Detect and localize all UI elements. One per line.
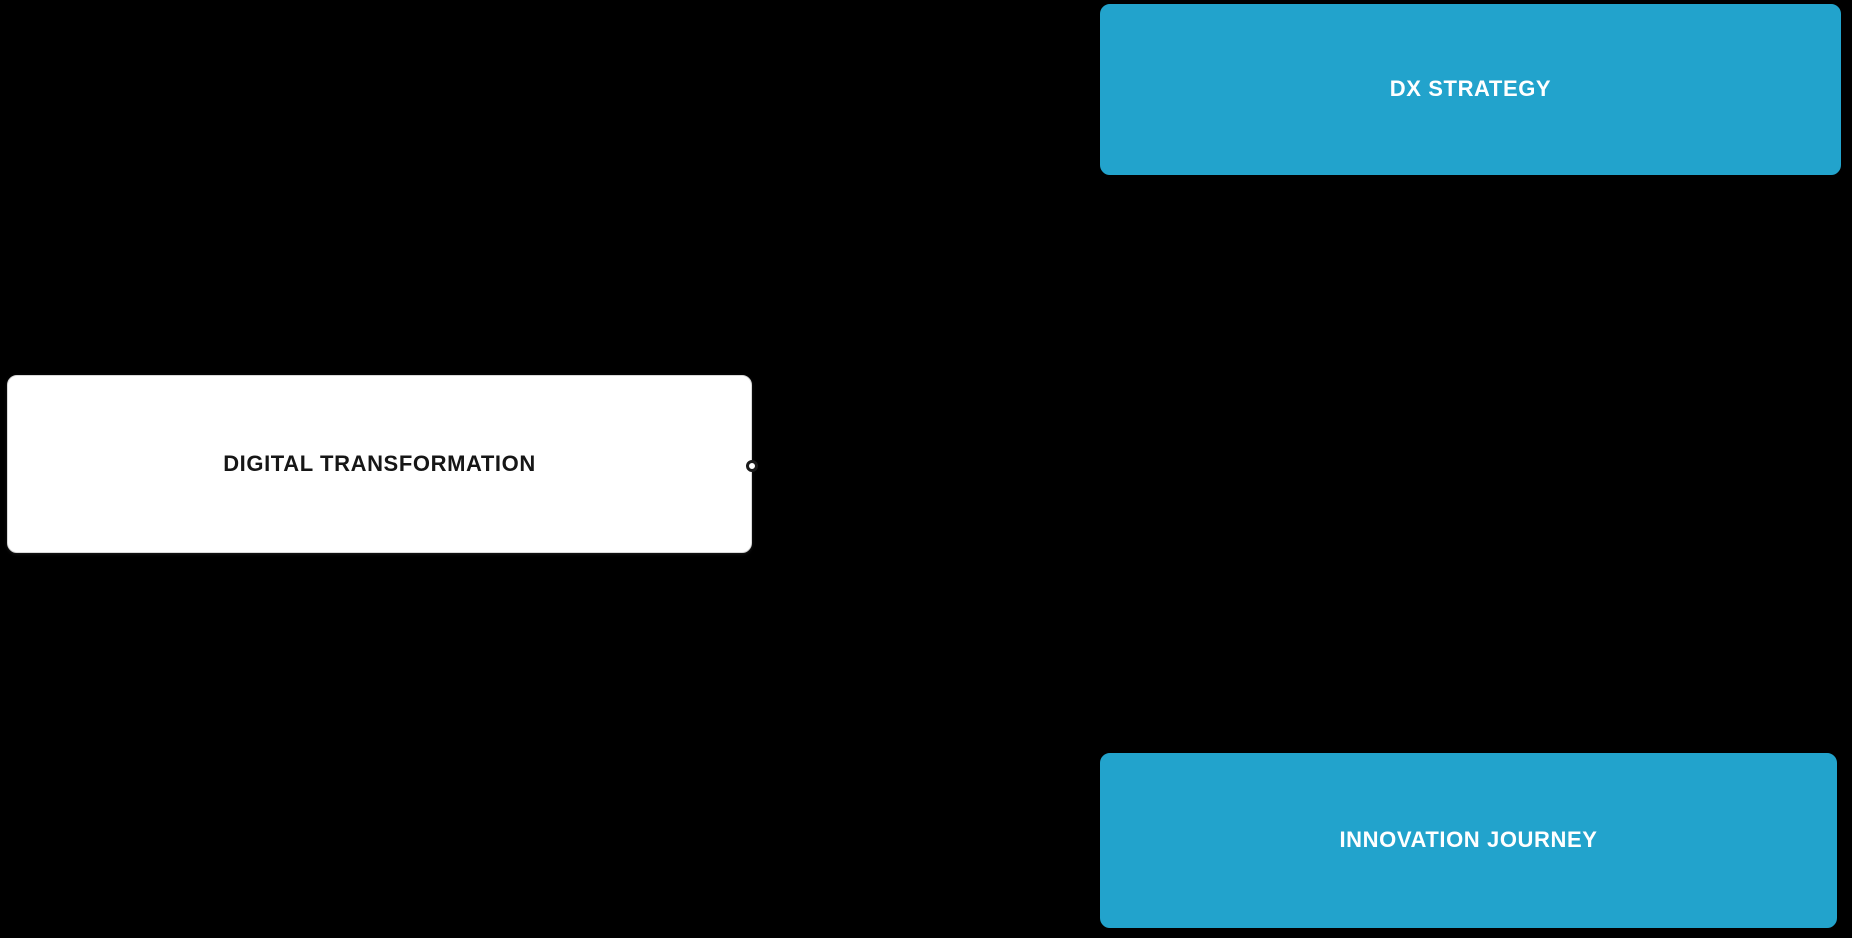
connection-handle-icon[interactable] (746, 460, 758, 472)
node-label-innovation-journey: INNOVATION JOURNEY (1339, 827, 1598, 853)
node-label-digital-transformation: DIGITAL TRANSFORMATION (223, 450, 536, 476)
node-innovation-journey[interactable]: INNOVATION JOURNEY (1100, 753, 1837, 928)
node-digital-transformation[interactable]: DIGITAL TRANSFORMATION (7, 375, 752, 553)
node-label-dx-strategy: DX STRATEGY (1389, 76, 1552, 102)
node-dx-strategy[interactable]: DX STRATEGY (1100, 4, 1841, 175)
